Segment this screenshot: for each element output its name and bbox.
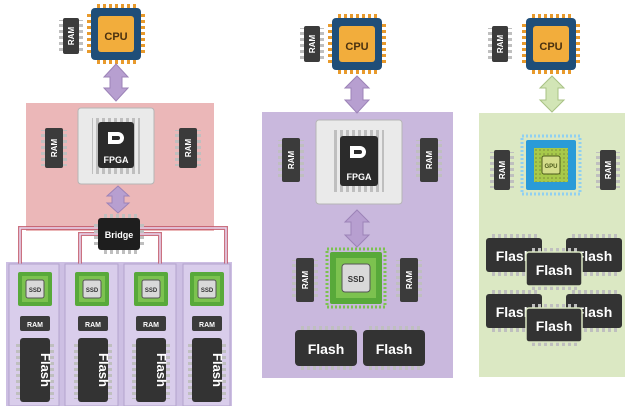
flash-chip-icon: Flash [525, 248, 583, 290]
ssd-chip-icon: SSD [134, 272, 168, 306]
ram-label: RAM [301, 271, 310, 290]
flash-chip-icon: Flash [363, 326, 425, 370]
ram-label: RAM [27, 322, 43, 329]
ssd-label: SSD [201, 288, 214, 294]
ssd-label: SSD [86, 288, 99, 294]
flash-label: Flash [496, 248, 533, 264]
cpu-label: CPU [345, 41, 368, 53]
ram-label: RAM [498, 161, 507, 180]
ram-label: RAM [425, 151, 434, 170]
ssd-label: SSD [348, 275, 365, 284]
flash-label: Flash [308, 341, 345, 357]
flash-label: Flash [536, 262, 573, 278]
ram-chip-icon: RAM [490, 150, 514, 190]
ram-label: RAM [67, 27, 76, 46]
ssd-label: SSD [145, 288, 158, 294]
cpu-label: CPU [539, 41, 562, 53]
ram-chip-icon: RAM [20, 316, 50, 331]
flash-label: Flash [210, 353, 225, 387]
flash-label: Flash [576, 304, 613, 320]
cpu-fpga-arrow [343, 75, 371, 114]
flash-chip-icon: Flash [74, 338, 112, 402]
bridge-chip-icon: Bridge [94, 214, 144, 254]
ram-chip-icon: RAM [488, 26, 512, 62]
ssd-chip-icon: SSD [190, 272, 224, 306]
cpu-chip-icon: CPU [328, 14, 386, 74]
flash-cluster-lower: Flash Flash Flash [486, 290, 622, 346]
panel-fpga-ssd-architecture: CPU RAM FPGA RAM RAM [262, 14, 453, 378]
panel-fpga-bridge-architecture: CPU RAM FPGA RAM RAM [6, 4, 232, 406]
ram-chip-icon: RAM [192, 316, 222, 331]
cpu-label: CPU [104, 31, 127, 43]
ram-chip-icon: RAM [416, 138, 442, 182]
flash-cluster-upper: Flash Flash Flash [486, 234, 622, 290]
fpga-chip-icon: FPGA [77, 107, 155, 185]
flash-label: Flash [536, 318, 573, 334]
ram-label: RAM [184, 139, 193, 158]
ssd-chip-icon: SSD [325, 247, 387, 309]
gpu-label: GPU [544, 164, 557, 170]
ram-chip-icon: RAM [278, 138, 304, 182]
ram-label: RAM [50, 139, 59, 158]
cpu-gpu-arrow [538, 75, 566, 113]
gpu-chip-icon: GPU [520, 134, 582, 196]
ram-chip-icon: RAM [175, 128, 201, 168]
flash-label: Flash [496, 304, 533, 320]
ram-chip-icon: RAM [41, 128, 67, 168]
flash-chip-icon: Flash [188, 338, 226, 402]
bridge-bus-highlight [19, 227, 227, 268]
ram-label: RAM [199, 322, 215, 329]
ram-label: RAM [287, 151, 296, 170]
ram-chip-icon: RAM [59, 18, 83, 54]
cpu-chip-icon: CPU [87, 4, 145, 64]
fpga-bridge-arrow [105, 185, 131, 214]
ram-label: RAM [85, 322, 101, 329]
flash-chip-icon: Flash [16, 338, 54, 402]
flash-label: Flash [154, 353, 169, 387]
flash-label: Flash [376, 341, 413, 357]
flash-label: Flash [576, 248, 613, 264]
bridge-label: Bridge [105, 230, 134, 240]
fpga-label: FPGA [103, 155, 129, 165]
fpga-chip-icon: FPGA [315, 119, 403, 205]
ram-label: RAM [143, 322, 159, 329]
flash-chip-icon: Flash [132, 338, 170, 402]
ram-chip-icon: RAM [292, 258, 318, 302]
ram-chip-icon: RAM [300, 26, 324, 62]
ram-chip-icon: RAM [136, 316, 166, 331]
cpu-fpga-arrow [102, 63, 130, 102]
ssd-label: SSD [29, 288, 42, 294]
fpga-label: FPGA [346, 172, 372, 182]
fpga-ssd-arrow [343, 209, 371, 248]
flash-chip-icon: Flash [295, 326, 357, 370]
ram-label: RAM [604, 161, 613, 180]
panel-gpu-architecture: CPU RAM GPU RAM RAM [479, 14, 625, 377]
ssd-chip-icon: SSD [18, 272, 52, 306]
ram-label: RAM [405, 271, 414, 290]
ram-label: RAM [308, 35, 317, 54]
flash-chip-icon: Flash [525, 304, 583, 346]
ram-chip-icon: RAM [78, 316, 108, 331]
ram-chip-icon: RAM [596, 150, 620, 190]
ssd-chip-icon: SSD [75, 272, 109, 306]
flash-label: Flash [96, 353, 111, 387]
ram-label: RAM [496, 35, 505, 54]
ram-chip-icon: RAM [396, 258, 422, 302]
cpu-chip-icon: CPU [522, 14, 580, 74]
flash-label: Flash [38, 353, 53, 387]
